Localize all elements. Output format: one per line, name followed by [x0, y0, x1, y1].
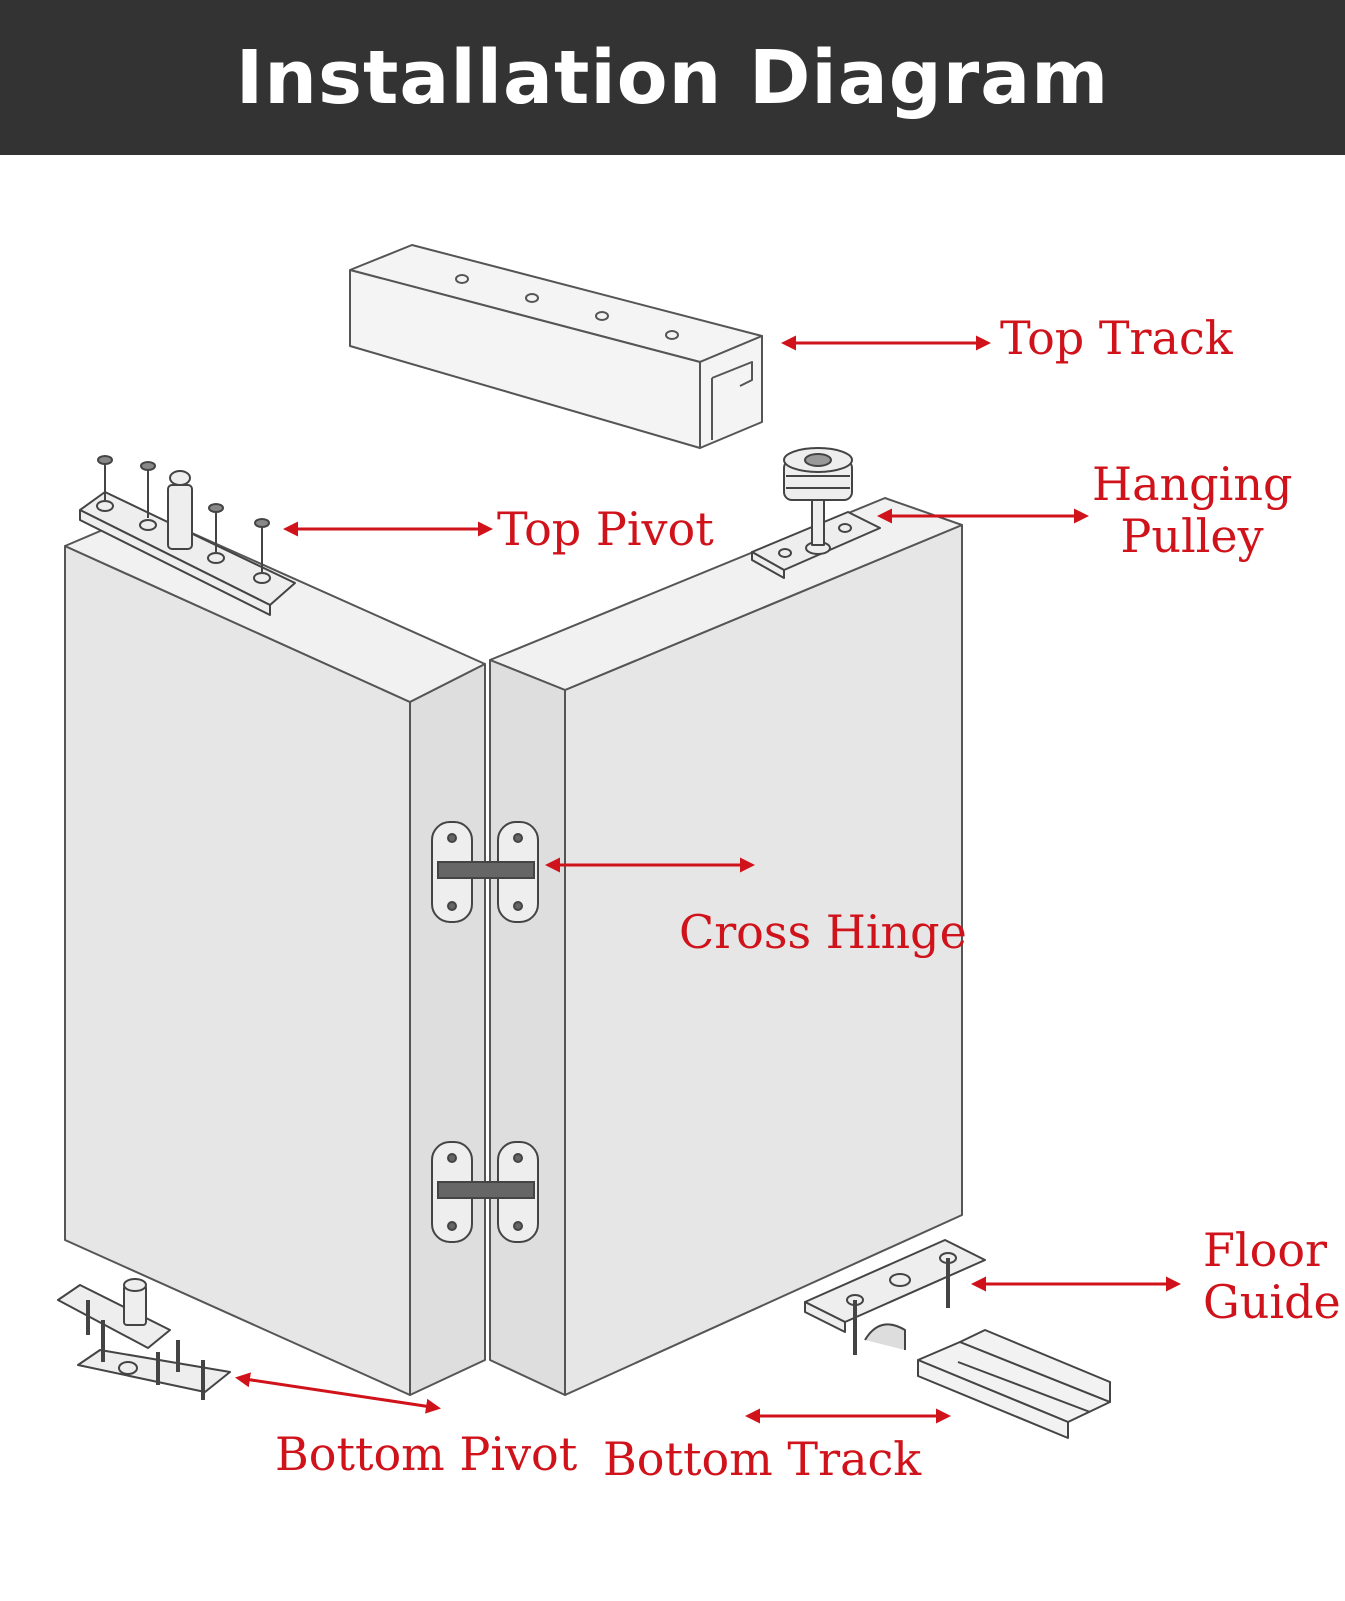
- cross-hinge-upper: [431, 821, 539, 923]
- floor-guide-part: [804, 1239, 986, 1355]
- label-floor-guide: Floor Guide: [1203, 1224, 1341, 1328]
- top-pivot-part: [79, 455, 296, 616]
- label-top-pivot: Top Pivot: [497, 502, 714, 556]
- bottom-pivot-part: [57, 1278, 231, 1400]
- label-bottom-track: Bottom Track: [603, 1432, 922, 1486]
- cross-hinge-lower: [431, 1141, 539, 1243]
- arrow-bottom-pivot: [235, 1372, 441, 1414]
- label-floor-guide-line2: Guide: [1203, 1275, 1341, 1329]
- label-arrows: [235, 335, 1181, 1424]
- page-title: Installation Diagram: [235, 34, 1110, 121]
- hanging-pulley-part: [751, 447, 881, 579]
- label-hanging-pulley-line2: Pulley: [1120, 509, 1264, 563]
- label-cross-hinge: Cross Hinge: [679, 905, 967, 959]
- top-track-part: [349, 244, 763, 449]
- label-hanging-pulley: Hanging Pulley: [1092, 458, 1292, 562]
- header-bar: Installation Diagram: [0, 0, 1345, 155]
- label-hanging-pulley-line1: Hanging: [1092, 457, 1293, 511]
- label-top-track: Top Track: [1000, 311, 1233, 365]
- label-bottom-pivot: Bottom Pivot: [275, 1427, 578, 1481]
- left-door-panel: [64, 511, 486, 1396]
- label-floor-guide-line1: Floor: [1203, 1223, 1328, 1277]
- bottom-track-part: [917, 1329, 1111, 1439]
